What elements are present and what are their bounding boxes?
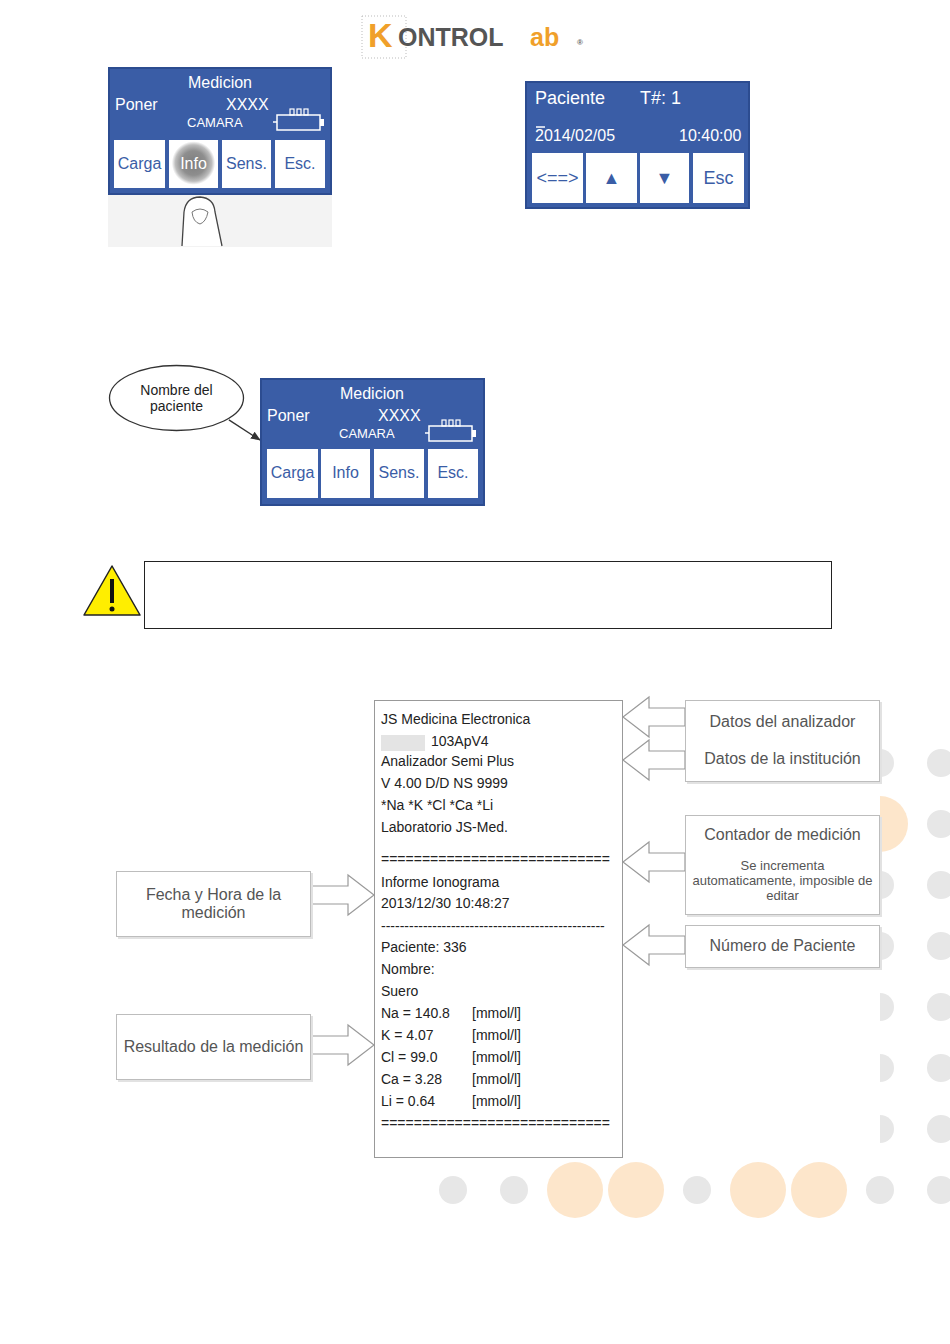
- screen-button: ▲: [586, 153, 637, 203]
- warning-mark: [110, 579, 114, 603]
- fingernail: [192, 209, 208, 224]
- printout-line: ============================: [381, 851, 610, 867]
- screen-button: Esc: [693, 153, 744, 203]
- block-arrow: [311, 875, 374, 915]
- printout-line: Cl = 99.0: [381, 1049, 437, 1065]
- button-label: Esc: [703, 168, 733, 189]
- printout-line: Informe Ionograma: [381, 874, 499, 890]
- figure-ground: [113, 700, 880, 1160]
- callout-text: Nombre del paciente: [122, 382, 231, 414]
- printout-line: 103ApV4: [431, 733, 489, 749]
- screen-time: 10:40:00: [679, 127, 741, 145]
- screen-button: Sens.: [222, 140, 271, 188]
- printout-line: Nombre:: [381, 961, 435, 977]
- button-label: Esc.: [437, 464, 468, 482]
- button-label: Carga: [118, 155, 162, 173]
- screen-caption: CAMARA: [187, 116, 243, 131]
- printout-line: Na = 140.8: [381, 1005, 450, 1021]
- printout-line: V 4.00 D/D NS 9999: [381, 775, 508, 791]
- printout-line: Paciente: 336: [381, 939, 467, 955]
- block-arrow: [623, 925, 685, 965]
- button-label: ▲: [603, 168, 621, 189]
- callout-text: Datos de la institución: [704, 750, 861, 768]
- block-arrow: [623, 740, 685, 780]
- screen-button: Carga: [267, 449, 318, 498]
- block-arrow: [623, 842, 685, 882]
- screen-button: Sens.: [374, 449, 424, 498]
- button-label: Sens.: [226, 155, 267, 173]
- screen-date: 2014/02/05: [535, 127, 615, 145]
- printout-line: [mmol/l]: [472, 1071, 521, 1087]
- printout-line: ============================: [381, 1115, 610, 1131]
- screen-button: Carga: [114, 140, 165, 188]
- button-label: ▼: [656, 168, 674, 189]
- screen-button: ▼: [640, 153, 689, 203]
- callout-arrow: [229, 420, 260, 440]
- callout-text: Datos del analizador: [710, 713, 856, 731]
- screen-button: Esc.: [428, 449, 478, 498]
- screen-title: Paciente: [535, 88, 605, 109]
- printout-line: 2013/12/30 10:48:27: [381, 895, 509, 911]
- printout-line: [mmol/l]: [472, 1027, 521, 1043]
- callout-box: Datos del analizadorDatos de la instituc…: [685, 700, 880, 782]
- callout-text: Resultado de la medición: [124, 1038, 304, 1056]
- screen-button: Info: [169, 140, 218, 188]
- screen-label: Poner: [267, 407, 310, 425]
- device-screen: Paciente T#: 1 2014/02/05 10:40:00 <==> ▲ ▼ Esc: [525, 81, 750, 209]
- logo-suffix: ab: [530, 23, 559, 52]
- printout-line: Suero: [381, 983, 418, 999]
- button-label: Info: [180, 155, 207, 173]
- block-arrow: [311, 1025, 374, 1065]
- warning-box: [145, 562, 832, 629]
- printout-line: [mmol/l]: [472, 1005, 521, 1021]
- callout-text: Contador de medición: [704, 826, 861, 844]
- screen-value: XXXX: [378, 407, 421, 425]
- logo-letter: K: [368, 16, 393, 55]
- button-label: <==>: [536, 168, 578, 189]
- printout-line: Laboratorio JS-Med.: [381, 819, 508, 835]
- printout: JS Medicina Electronica 103ApV4Analizador…: [374, 700, 623, 1158]
- screen-value: XXXX: [226, 96, 269, 114]
- printout-line: Li = 0.64: [381, 1093, 435, 1109]
- callout-note: Se incrementa automaticamente, imposible…: [692, 859, 873, 904]
- callout-box: Fecha y Hora de la medición: [116, 871, 311, 937]
- photo-ground: [108, 195, 332, 247]
- screen-button: <==>: [532, 153, 583, 203]
- warning-dot: [110, 607, 115, 612]
- screen-button: Info: [321, 449, 370, 498]
- screen-title: Medicion: [110, 74, 330, 92]
- callout-text: Fecha y Hora de la medición: [123, 886, 304, 923]
- callout-ellipse: Nombre del paciente: [108, 364, 245, 432]
- printout-line: Ca = 3.28: [381, 1071, 442, 1087]
- registered-mark: ®: [577, 38, 583, 47]
- printout-line: JS Medicina Electronica: [381, 711, 530, 727]
- screen-button: Esc.: [275, 140, 325, 188]
- button-label: Info: [332, 464, 359, 482]
- callout-box: Contador de medición Se incrementa automa…: [685, 815, 880, 915]
- printout-line: *Na *K *Cl *Ca *Li: [381, 797, 493, 813]
- button-label: Carga: [271, 464, 315, 482]
- callout-text: Número de Paciente: [710, 937, 856, 955]
- block-arrow: [623, 697, 685, 737]
- screen-title: Medicion: [262, 385, 482, 403]
- screen-value: T#: 1: [640, 88, 681, 109]
- printout-line: Analizador Semi Plus: [381, 753, 514, 769]
- printout-line: ----------------------------------------…: [381, 918, 605, 934]
- printout-line: K = 4.07: [381, 1027, 434, 1043]
- screen-caption: CAMARA: [339, 427, 395, 442]
- screen-label: Poner: [115, 96, 158, 114]
- device-screen: MedicionPoner XXXX CAMARA Carga Info Sens. Esc…: [260, 378, 485, 506]
- finger: [182, 197, 222, 246]
- warning-icon: [84, 566, 140, 615]
- printout-line: [mmol/l]: [472, 1093, 521, 1109]
- logo-word: ONTROL: [398, 23, 504, 52]
- button-label: Sens.: [379, 464, 420, 482]
- callout-box: Resultado de la medición: [116, 1014, 311, 1080]
- device-screen: MedicionPoner XXXX CAMARA Carga Info Sens. Esc…: [108, 67, 332, 195]
- button-label: Esc.: [284, 155, 315, 173]
- printout-line: [mmol/l]: [472, 1049, 521, 1065]
- callout-box: Número de Paciente: [685, 925, 880, 968]
